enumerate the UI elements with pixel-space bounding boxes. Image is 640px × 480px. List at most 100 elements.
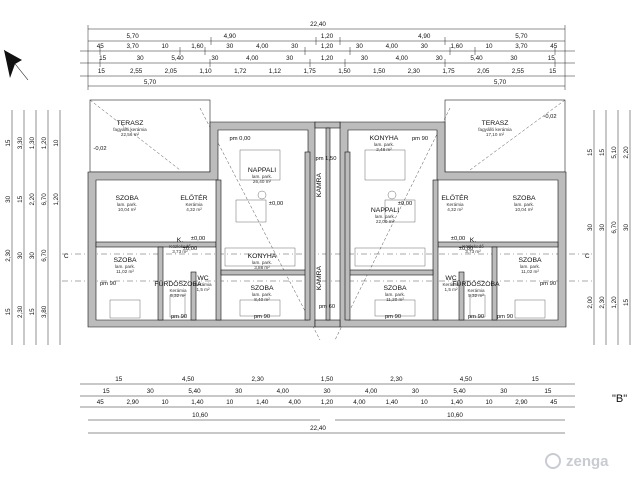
bottom-dim-label: 10 <box>161 399 169 406</box>
top-ticks <box>87 25 566 90</box>
top-dim-label: 30 <box>137 55 145 62</box>
top-dim-label: 2,05 <box>165 68 178 75</box>
bottom-dim-label: 45 <box>550 399 558 406</box>
left-dim-label: 15 <box>29 308 36 316</box>
furniture <box>109 149 546 319</box>
top-dim-label: 30 <box>226 43 234 50</box>
room-name: FÜRDŐSZOBA <box>154 279 202 288</box>
top-dim-label: 15 <box>548 55 556 62</box>
parapet-height: pm 90 <box>100 281 116 287</box>
overall-top-width: 22,40 <box>310 21 326 28</box>
bottom-dim-label: 30 <box>235 388 243 395</box>
room-area: 22,00 m² <box>376 219 395 224</box>
bottom-dim-label: 1,40 <box>256 399 269 406</box>
bottom-dim-label: 30 <box>500 388 508 395</box>
top-dim-label: 10 <box>161 43 169 50</box>
top-dim-label: 3,70 <box>126 43 139 50</box>
top-dim-label: 4,90 <box>224 33 237 40</box>
bottom-inner-left: 10,60 <box>192 412 208 419</box>
room-name: SZOBA <box>518 257 542 264</box>
room-finish: Kerámia <box>185 202 203 207</box>
top-dim-label: 1,20 <box>321 43 334 50</box>
top-dim-label: 45 <box>550 43 558 50</box>
bottom-dim-label: 2,90 <box>126 399 139 406</box>
room-name: TERASZ <box>117 120 144 127</box>
room-name: KONYHA <box>248 253 277 260</box>
top-dim-label: 30 <box>356 43 364 50</box>
bottom-dim-label: 4,00 <box>288 399 301 406</box>
room-finish: fagyálló kerámia <box>113 127 147 132</box>
bottom-dim-label: 1,40 <box>450 399 463 406</box>
room-area: 3,88 m² <box>254 265 270 270</box>
top-dim-label: 4,00 <box>386 43 399 50</box>
watermark: zenga <box>545 453 609 470</box>
bottom-dim-label: 1,50 <box>321 376 334 383</box>
room-area: 11,02 m² <box>521 269 539 274</box>
bottom-dim-label: 10 <box>226 399 234 406</box>
top-dim-label: 45 <box>97 43 105 50</box>
top-dim-label: 30 <box>421 43 429 50</box>
room-finish: Közlekedő <box>462 244 484 249</box>
bottom-dim-label: 1,20 <box>321 399 334 406</box>
top-dim-label: 10 <box>485 43 493 50</box>
top-dim-label: 1,20 <box>321 55 334 62</box>
room-name: SZOBA <box>383 285 407 292</box>
left-dim-label: 30 <box>17 252 24 260</box>
floor-level: ±0,00 <box>269 201 283 207</box>
bottom-dim-label: 5,40 <box>188 388 201 395</box>
left-dim-label: 2,30 <box>17 305 24 318</box>
top-dim-label: 5,70 <box>515 33 528 40</box>
room-area: 22,56 m² <box>121 132 140 137</box>
section-mark-left: C <box>64 253 69 260</box>
room-name: ELŐTÉR <box>441 193 468 202</box>
top-dim-label: 2,05 <box>477 68 490 75</box>
right-dim-label: 2,00 <box>587 296 594 309</box>
top-dim-label: 2,30 <box>408 68 421 75</box>
parapet-height: pm 90 <box>385 314 401 320</box>
top-dim-label: 1,10 <box>199 68 212 75</box>
parapet-height: pm 0,00 <box>230 136 251 142</box>
left-dim-label: 2,30 <box>5 249 12 262</box>
floor-level: ±0,00 <box>191 236 205 242</box>
bottom-dim-label: 4,00 <box>277 388 290 395</box>
left-dim-label: 1,20 <box>41 137 48 150</box>
top-dim-label: 15 <box>98 68 106 75</box>
top-dim-label: 1,60 <box>191 43 204 50</box>
row2-total-right: 5,70 <box>494 79 507 86</box>
room-finish: Kerámia <box>446 202 464 207</box>
room-name: SZOBA <box>113 257 137 264</box>
top-dim-label: 4,00 <box>256 43 269 50</box>
parapet-height: pm 90 <box>171 314 187 320</box>
room-name: ELŐTÉR <box>180 193 207 202</box>
room-name: SZOBA <box>512 195 536 202</box>
right-dim-label: 15 <box>623 299 630 307</box>
room-name: KAMRA <box>316 172 323 197</box>
room-area: 5,32 m² <box>468 293 484 298</box>
bottom-dim-label: 2,90 <box>515 399 528 406</box>
bottom-dim-label: 2,30 <box>251 376 264 383</box>
top-dim-label: 4,00 <box>246 55 259 62</box>
bottom-dim-label: 1,40 <box>386 399 399 406</box>
floor-level: ±0,00 <box>398 201 412 207</box>
top-dim-label: 5,40 <box>470 55 483 62</box>
top-dim-label: 3,70 <box>515 43 528 50</box>
top-dim-label: 4,00 <box>396 55 409 62</box>
bottom-dim-label: 30 <box>147 388 155 395</box>
top-dim-label: 1,60 <box>450 43 463 50</box>
top-dim-label: 4,90 <box>418 33 431 40</box>
room-finish: Kerámia <box>194 282 212 287</box>
left-dim-label: 30 <box>5 195 12 203</box>
bottom-dim-label: 10 <box>421 399 429 406</box>
room-finish: fagyálló kerámia <box>478 127 512 132</box>
walls <box>87 121 567 328</box>
room-area: 3,73 m² <box>172 249 188 254</box>
room-area: 11,02 m² <box>116 269 134 274</box>
room-area: 4,32 m² <box>186 207 202 212</box>
room-name: KAMRA <box>316 265 323 290</box>
top-dim-label: 30 <box>361 55 369 62</box>
bottom-dim-label: 4,00 <box>365 388 378 395</box>
